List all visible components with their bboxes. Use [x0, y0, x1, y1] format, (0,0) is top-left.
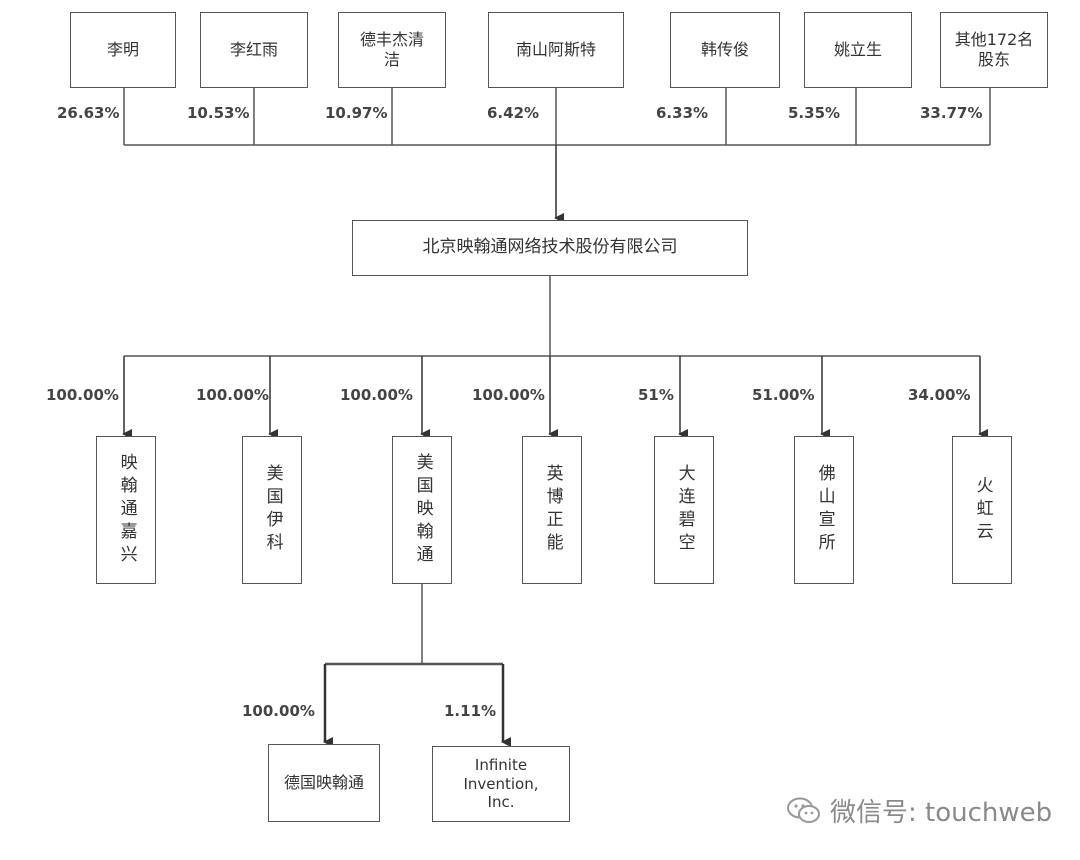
- shareholder-box-4: 韩传俊: [670, 12, 780, 88]
- wechat-icon: [787, 797, 820, 823]
- grandchild-pct-0: 100.00%: [242, 702, 315, 720]
- subsidiary-name: 大连碧空: [674, 464, 695, 556]
- watermark-text: 微信号: touchweb: [830, 798, 1053, 828]
- subsidiary-box-0: 映翰通嘉兴: [96, 436, 156, 584]
- subsidiary-name: 映翰通嘉兴: [116, 452, 137, 568]
- subsidiary-name: 英博正能: [542, 464, 563, 556]
- shareholder-pct-5: 5.35%: [788, 104, 841, 122]
- shareholder-pct-6: 33.77%: [920, 104, 983, 122]
- subsidiary-box-2: 美国映翰通: [392, 436, 452, 584]
- subsidiary-pct-2: 100.00%: [340, 386, 413, 404]
- subsidiary-name: 美国映翰通: [412, 452, 433, 568]
- shareholder-box-1: 李红雨: [200, 12, 308, 88]
- grandchild-pct-1: 1.11%: [444, 702, 497, 720]
- grandchild-box-1: Infinite Invention, Inc.: [432, 746, 570, 822]
- subsidiary-box-1: 美国伊科: [242, 436, 302, 584]
- subsidiary-pct-5: 51.00%: [752, 386, 815, 404]
- grandchild-box-0: 德国映翰通: [268, 744, 380, 822]
- shareholder-name: 李红雨: [229, 40, 278, 59]
- subsidiary-pct-3: 100.00%: [472, 386, 545, 404]
- shareholder-box-3: 南山阿斯特: [488, 12, 624, 88]
- shareholder-pct-0: 26.63%: [57, 104, 120, 122]
- shareholder-box-6: 其他172名股东: [940, 12, 1048, 88]
- subsidiary-name: 佛山宣所: [814, 464, 835, 556]
- shareholder-pct-1: 10.53%: [187, 104, 250, 122]
- company-name: 北京映翰通网络技术股份有限公司: [422, 237, 678, 258]
- subsidiary-box-3: 英博正能: [522, 436, 582, 584]
- subsidiary-pct-0: 100.00%: [46, 386, 119, 404]
- subsidiary-box-4: 大连碧空: [654, 436, 714, 584]
- shareholder-name: 姚立生: [833, 40, 882, 59]
- shareholder-pct-2: 10.97%: [325, 104, 388, 122]
- shareholder-pct-3: 6.42%: [487, 104, 540, 122]
- subsidiary-pct-1: 100.00%: [196, 386, 269, 404]
- subsidiary-name: 火虹云: [972, 475, 993, 545]
- company-box: 北京映翰通网络技术股份有限公司: [352, 220, 748, 276]
- subsidiary-pct-6: 34.00%: [908, 386, 971, 404]
- shareholder-box-2: 德丰杰清洁: [338, 12, 446, 88]
- shareholder-name: 其他172名股东: [954, 30, 1034, 69]
- subsidiary-pct-4: 51%: [638, 386, 674, 404]
- shareholder-box-0: 李明: [70, 12, 176, 88]
- shareholder-name: 南山阿斯特: [515, 40, 596, 59]
- shareholder-pct-4: 6.33%: [656, 104, 709, 122]
- shareholder-name: 李明: [106, 40, 139, 59]
- subsidiary-box-5: 佛山宣所: [794, 436, 854, 584]
- grandchild-name: 德国映翰通: [283, 773, 364, 792]
- grandchild-name: Infinite Invention, Inc.: [463, 755, 539, 812]
- shareholder-box-5: 姚立生: [804, 12, 912, 88]
- subsidiary-name: 美国伊科: [262, 464, 283, 556]
- subsidiary-box-6: 火虹云: [952, 436, 1012, 584]
- shareholder-name: 韩传俊: [700, 40, 749, 59]
- shareholder-name: 德丰杰清洁: [359, 30, 424, 69]
- wechat-watermark: 微信号: touchweb: [786, 792, 1052, 829]
